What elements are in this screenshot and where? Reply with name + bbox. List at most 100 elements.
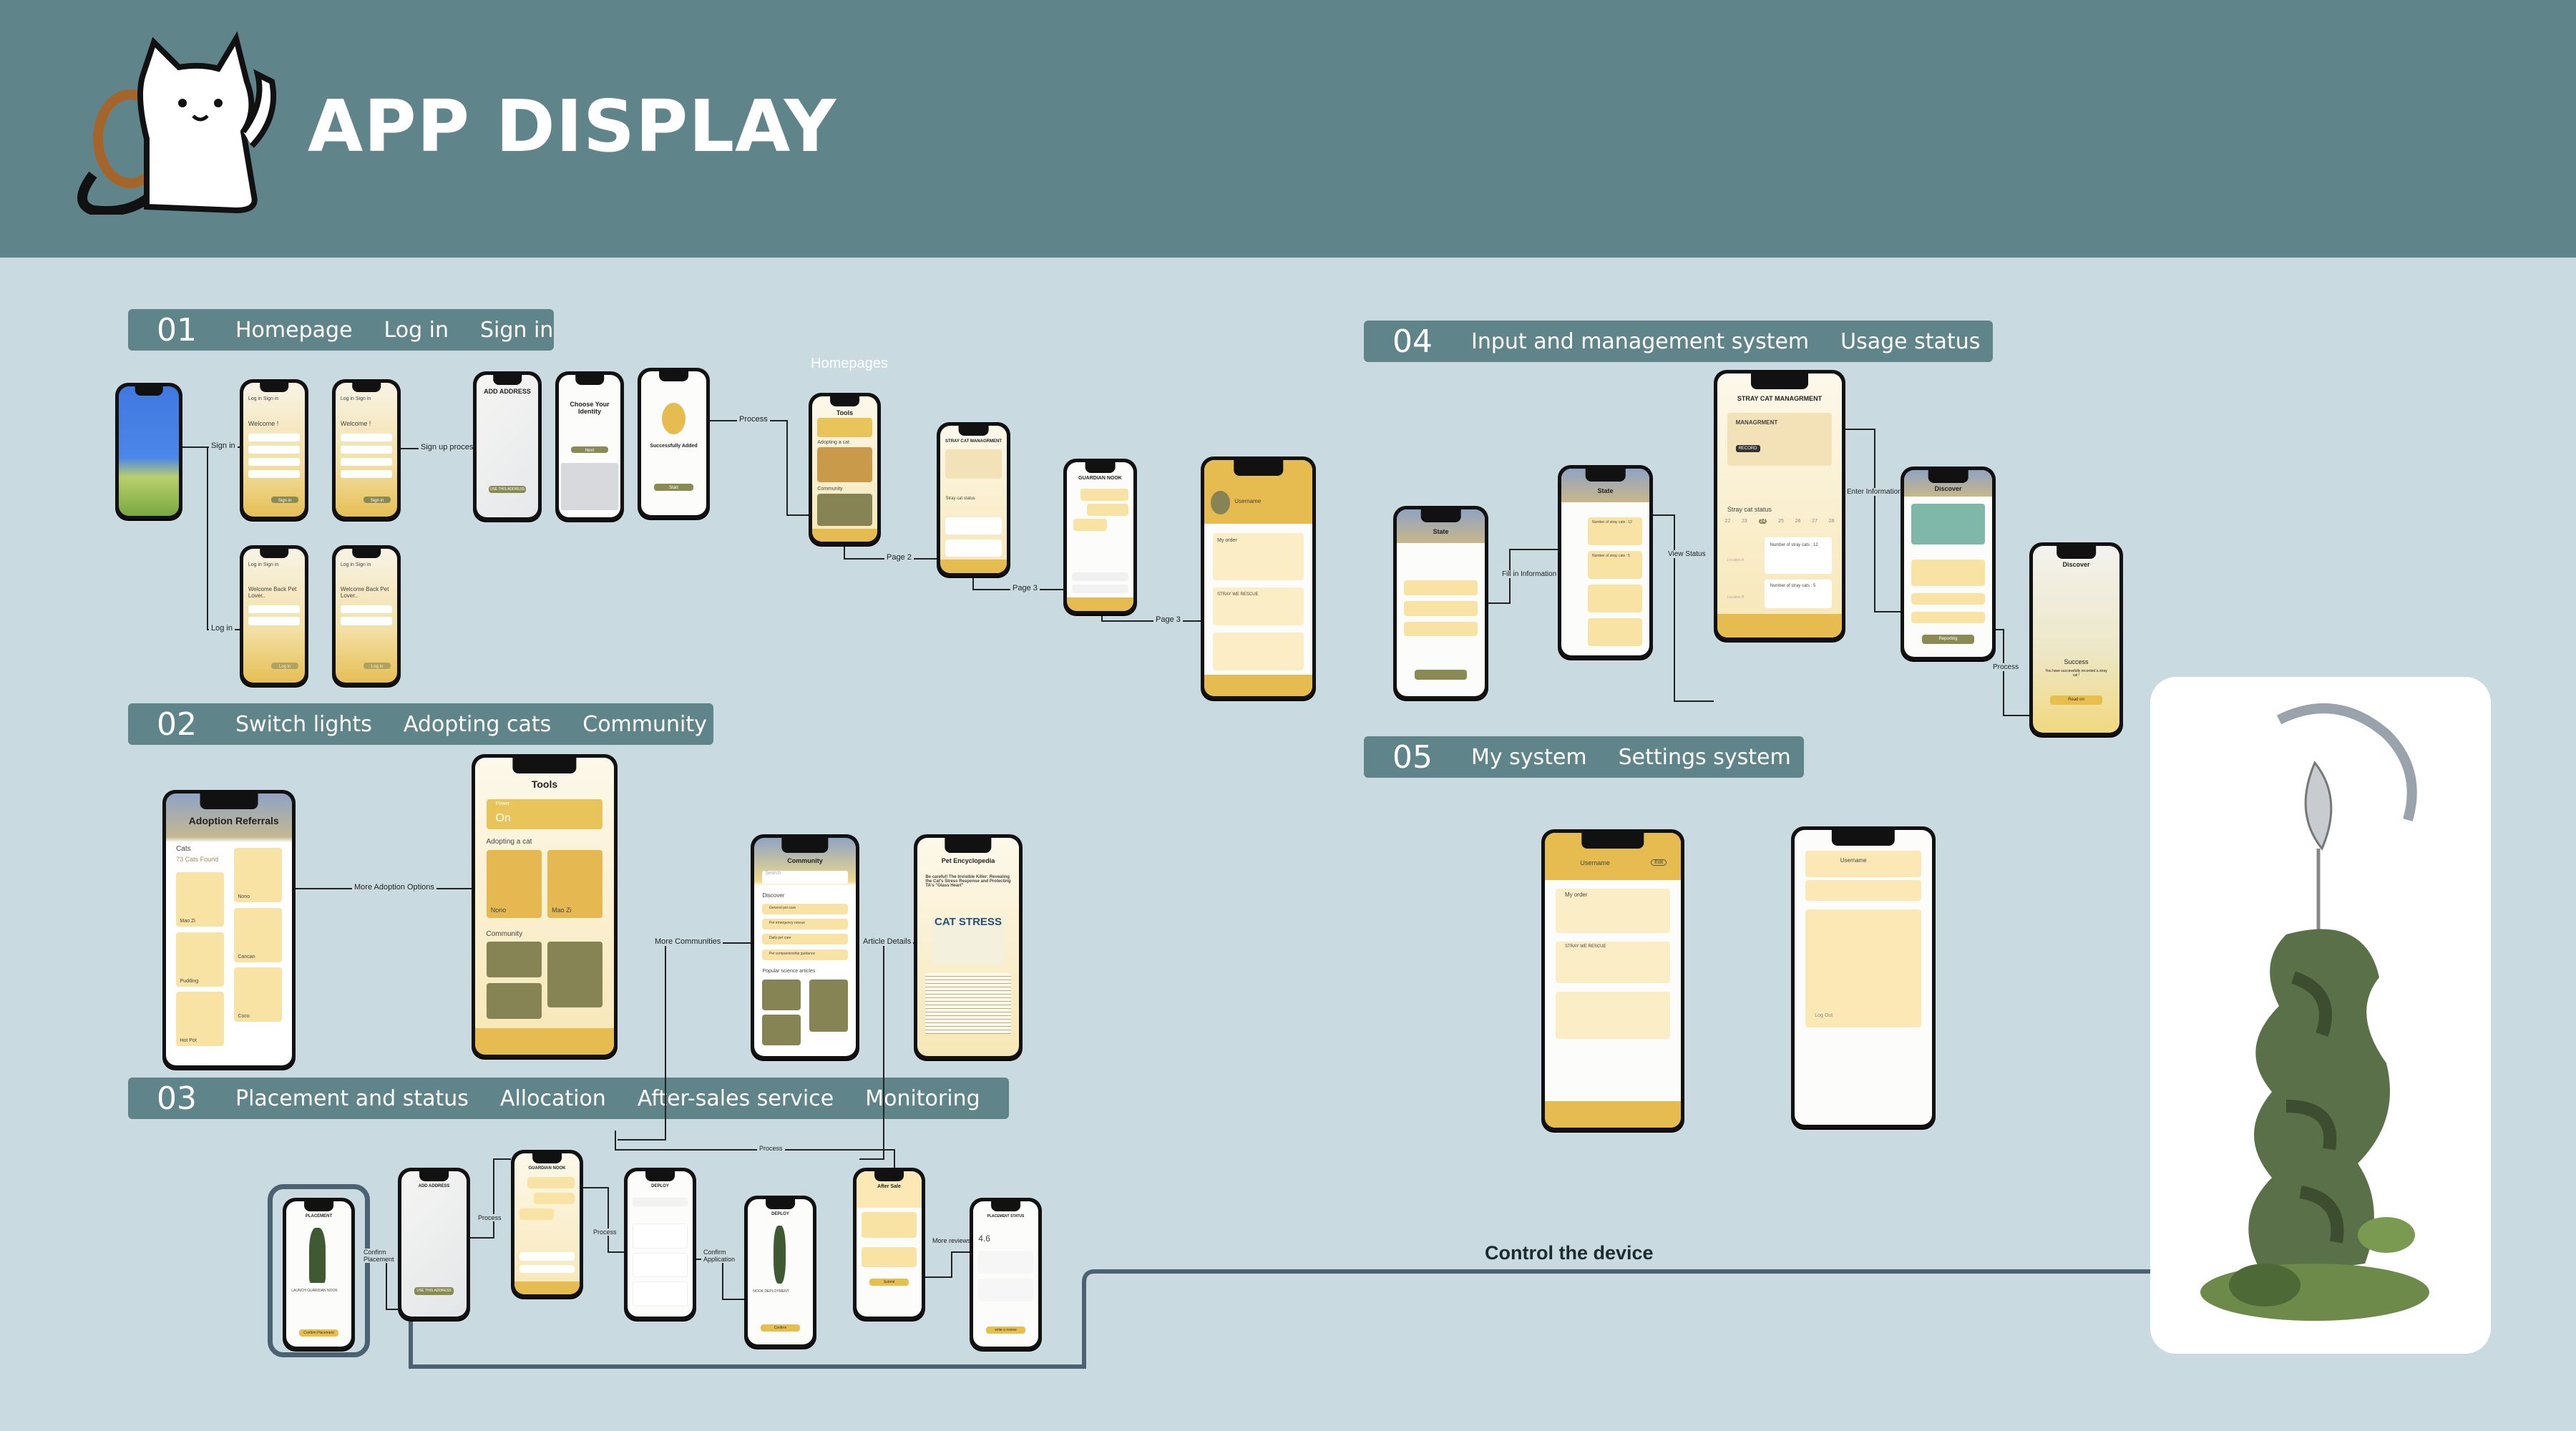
- start-button[interactable]: Start: [654, 483, 693, 491]
- flow-label: Homepages: [811, 356, 888, 371]
- flow-label: Process: [1991, 663, 2021, 671]
- flow-label: Fill in Information: [1500, 570, 1559, 578]
- record-button[interactable]: RECORD: [1735, 444, 1760, 452]
- cats-heading: Cats: [176, 845, 191, 854]
- section-heading: LAUNCH GUARDIAN NOOK: [291, 1288, 338, 1293]
- screen-title: Community: [787, 857, 823, 865]
- screen-title: Pet Encyclopedia: [941, 857, 995, 865]
- cats-count-text: Number of stray cats : 5: [1591, 553, 1631, 558]
- use-address-button[interactable]: USE THIS ADDRESS: [489, 486, 526, 494]
- section-label: Input and management system: [1471, 328, 1810, 354]
- day-label[interactable]: 22: [1724, 518, 1731, 524]
- phone-add-address-2: ADD ADDRESS USE THIS ADDRESS: [398, 1168, 470, 1320]
- welcome-text: Welcome !: [340, 420, 371, 428]
- cat-name: Pudding: [180, 978, 199, 984]
- phone-settings: Username Log Out: [1791, 826, 1936, 1128]
- day-label[interactable]: 24: [1758, 518, 1767, 524]
- section-label: Settings system: [1618, 744, 1791, 770]
- cats-count: 73 Cats Found: [176, 856, 219, 864]
- flow-label: Page 3: [1153, 615, 1183, 624]
- cat-stress-illustration: CAT STRESS: [932, 916, 1004, 964]
- flow-label: More Adoption Options: [352, 883, 436, 892]
- section-heading: Stray cat status: [945, 496, 975, 501]
- cat-name: Mao Zi: [552, 907, 572, 914]
- discover-item[interactable]: General pet care: [769, 905, 796, 910]
- next-button[interactable]: Next: [571, 446, 608, 454]
- location-label: Location A: [1727, 558, 1745, 563]
- screen-title: Tools: [836, 409, 854, 417]
- power-toggle-card[interactable]: Power On: [486, 799, 603, 829]
- phone-splash: [115, 383, 182, 519]
- welcome-text: Welcome !: [248, 420, 279, 428]
- cat-name: Nono: [490, 907, 507, 914]
- cats-count-text: Number of stray cats : 12: [1770, 542, 1818, 547]
- tab-labels: Log in Sign in: [340, 562, 371, 567]
- log-in-button[interactable]: Log in: [270, 662, 299, 670]
- screen-title: PLACEMENT STATUS: [987, 1214, 1025, 1219]
- confirm-button[interactable]: Confirm: [761, 1324, 800, 1332]
- phone-choose-identity: Choose Your Identity Next: [555, 371, 624, 521]
- confirm-placement-button[interactable]: Confirm Placement: [299, 1329, 338, 1337]
- log-in-button[interactable]: Log in: [363, 662, 391, 670]
- power-state: On: [495, 811, 511, 824]
- flow-label: Article Details: [861, 937, 914, 946]
- day-label[interactable]: 25: [1778, 518, 1784, 524]
- section-heading: Community: [817, 486, 843, 492]
- phone-tools: Tools Power On Adopting a cat Nono Mao Z…: [472, 754, 618, 1058]
- section-heading: Stray cat status: [1727, 505, 1772, 513]
- screen-title: ADD ADDRESS: [484, 387, 531, 395]
- flow-label: Confirm Placement: [361, 1249, 404, 1263]
- reporting-button[interactable]: Reporting: [1921, 634, 1975, 644]
- username-label: Username: [1234, 497, 1262, 504]
- edit-button[interactable]: Edit: [1651, 859, 1667, 866]
- section-heading: NOOK DEPLOYMENT: [753, 1289, 789, 1294]
- screen-title: DEPLOY: [651, 1184, 669, 1189]
- use-address-button[interactable]: USE THIS ADDRESS: [414, 1287, 454, 1295]
- discover-item[interactable]: Pet companionship guidance: [769, 951, 816, 956]
- cat-name: Mao Zi: [180, 919, 195, 924]
- power-label: Power: [495, 801, 510, 807]
- write-review-button[interactable]: write a review: [986, 1326, 1025, 1334]
- section-number: 02: [157, 705, 197, 743]
- section-03-bar: 03 Placement and status Allocation After…: [128, 1078, 1009, 1119]
- flow-label: Sign in: [209, 441, 238, 450]
- search-input[interactable]: Search: [762, 870, 848, 884]
- day-label[interactable]: 23: [1741, 518, 1747, 524]
- cats-count-text: Number of stray cats : 5: [1770, 583, 1816, 588]
- flow-label: Process: [757, 1145, 785, 1152]
- submit-button[interactable]: Submit: [869, 1279, 909, 1286]
- phone-my-profile: Username My order STRAY WE RESCUE: [1201, 456, 1316, 700]
- section-heading: Popular science articles: [762, 969, 816, 974]
- day-label[interactable]: 27: [1812, 518, 1818, 524]
- section-number: 04: [1392, 323, 1433, 360]
- day-selector[interactable]: 22 23 24 25 26 27 28: [1724, 518, 1835, 524]
- day-label[interactable]: 26: [1795, 518, 1801, 524]
- phone-deploy-list: DEPLOY: [624, 1168, 696, 1320]
- section-label: Placement and status: [235, 1085, 469, 1111]
- screen-title: GUARDIAN NOOK: [1078, 475, 1122, 481]
- phone-state-list: State Number of stray cats : 12 Number o…: [1558, 465, 1653, 659]
- welcome-back-text: Welcome Back Pet Lover..: [340, 586, 389, 600]
- phone-after-sale: After Sale Submit: [853, 1168, 925, 1320]
- screen-title: PLACEMENT: [305, 1214, 333, 1219]
- phone-community: Community Search Discover General pet ca…: [751, 834, 859, 1060]
- log-out-button[interactable]: Log Out: [1815, 1013, 1833, 1019]
- screen-title: STRAY CAT MANAGRMENT: [1737, 394, 1823, 402]
- section-label: My system: [1471, 744, 1587, 770]
- location-label: Location B: [1727, 595, 1745, 600]
- section-number: 01: [157, 311, 197, 348]
- card-title: MANAGRMENT: [1735, 419, 1778, 426]
- day-label[interactable]: 28: [1828, 518, 1835, 524]
- discover-item[interactable]: Daily pet care: [769, 936, 791, 941]
- section-number: 03: [157, 1080, 197, 1117]
- section-heading: Adopting a cat: [486, 838, 532, 846]
- flow-label: Sign up process: [419, 443, 479, 451]
- tab-labels: Log in Sign in: [248, 396, 279, 401]
- screen-title: State: [1597, 487, 1614, 495]
- sign-in-button[interactable]: Sign in: [270, 496, 299, 504]
- discover-item[interactable]: Pet emergency rescue: [769, 920, 805, 925]
- section-heading: STRAY WE RESCUE: [1217, 592, 1259, 597]
- sign-in-button[interactable]: Sign in: [363, 496, 391, 504]
- username-label: Username: [1840, 857, 1867, 864]
- read-on-button[interactable]: Read on: [2050, 695, 2102, 705]
